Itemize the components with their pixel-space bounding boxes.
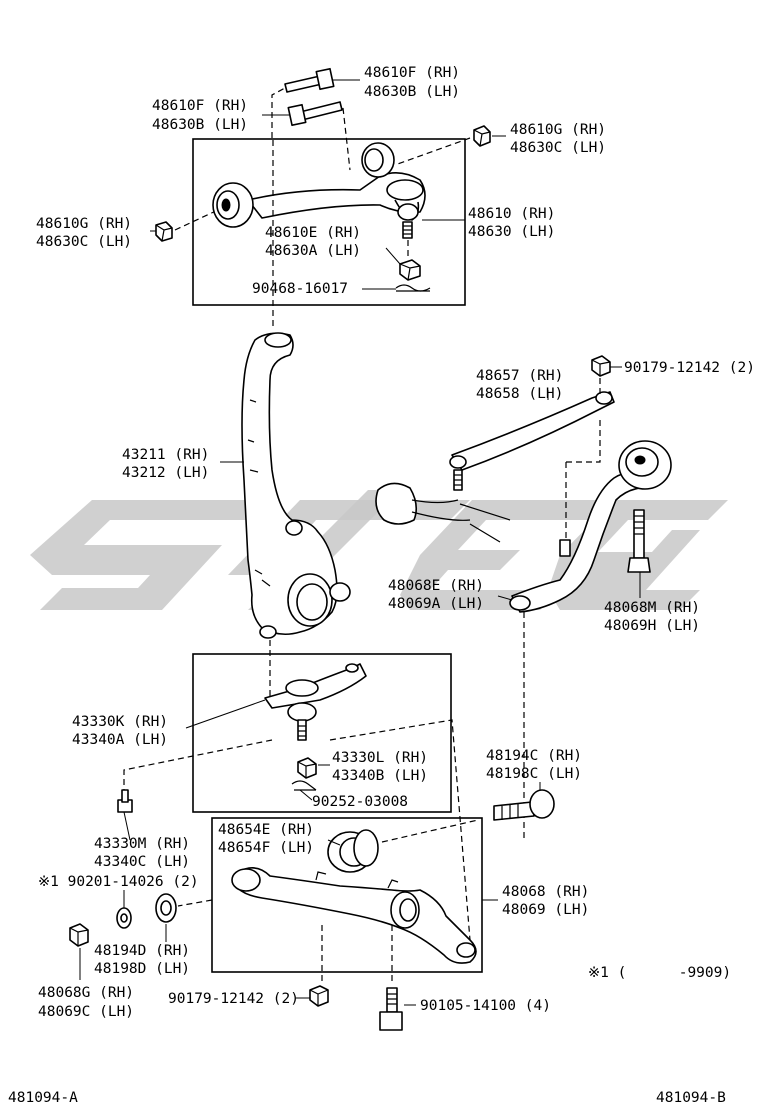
label-note-1: ※1 ( -9909) [588, 965, 731, 981]
reference-left: 481094-A [8, 1090, 78, 1106]
label-48630A-lh: 48630A (LH) [265, 243, 361, 259]
guide-line-bolt-top [271, 87, 286, 138]
label-48068G-rh: 48068G (RH) [38, 985, 134, 1001]
label-48069H-lh: 48069H (LH) [604, 618, 700, 634]
label-43340B-lh: 43340B (LH) [332, 768, 428, 784]
label-90179-bottom: 90179-12142 (2) [168, 991, 299, 1007]
leader-lines [79, 79, 641, 1006]
reference-right: 481094-B [656, 1090, 726, 1106]
label-48198D-lh: 48198D (LH) [94, 961, 190, 977]
label-48610G-rh-left: 48610G (RH) [36, 216, 132, 232]
nut-48068G [69, 923, 89, 947]
label-48198C-lh: 48198C (LH) [486, 766, 582, 782]
label-48610E-rh: 48610E (RH) [265, 225, 361, 241]
guide-line-bushing [381, 819, 479, 843]
part-labels: 48610F (RH) 48630B (LH) 48610F (RH) 4863… [8, 65, 755, 1106]
label-48630B-lh: 48630B (LH) [364, 84, 460, 100]
nut-48610G-left [155, 221, 173, 242]
label-48068E-rh: 48068E (RH) [388, 578, 484, 594]
bolt-48610F-lower [287, 101, 343, 127]
strut-bar-48657 [449, 391, 615, 491]
bolt-90105 [379, 987, 403, 1031]
label-48069A-lh: 48069A (LH) [388, 596, 484, 612]
label-90252: 90252-03008 [312, 794, 408, 810]
label-43340C-lh: 43340C (LH) [94, 854, 190, 870]
nut-43330L [297, 757, 317, 779]
compression-arm-48068E [509, 440, 672, 613]
label-48630C-lh-top: 48630C (LH) [510, 140, 606, 156]
nut-90179-top [591, 355, 611, 377]
guide-line-washer [177, 899, 213, 907]
label-43340A-lh: 43340A (LH) [72, 732, 168, 748]
guide-line-nut-left [174, 209, 219, 231]
bolt-48068M [627, 509, 651, 573]
upper-arm-box [192, 138, 466, 306]
label-48194C-rh: 48194C (RH) [486, 748, 582, 764]
lower-arm-box [211, 817, 483, 973]
lower-control-arm-48068 [231, 867, 477, 964]
label-48630-lh: 48630 (LH) [468, 224, 555, 240]
label-48630B-lh-2: 48630B (LH) [152, 117, 248, 133]
label-48610F-rh-2: 48610F (RH) [152, 98, 248, 114]
mount-bracket-outline [375, 482, 511, 543]
guide-line-balljoint-bolt [123, 739, 273, 795]
upper-control-arm [212, 142, 426, 239]
cotter-pin-90252 [291, 780, 317, 791]
label-48630C-lh-left: 48630C (LH) [36, 234, 132, 250]
label-48194D-rh: 48194D (RH) [94, 943, 190, 959]
guide-line-balljoint-arm [329, 719, 471, 941]
label-90179-top: 90179-12142 (2) [624, 360, 755, 376]
guide-line-bolt-lower [342, 107, 351, 171]
guide-line-bracket [566, 420, 601, 463]
cotter-pin-90468 [395, 284, 431, 292]
nut-48610E [399, 259, 421, 281]
label-43330M-rh: 43330M (RH) [94, 836, 190, 852]
guide-line-nut-top [394, 137, 471, 166]
label-48610-rh: 48610 (RH) [468, 206, 555, 222]
washer-90201 [116, 907, 132, 929]
bolt-48610F-top [284, 67, 335, 93]
nut-90179-bottom [309, 985, 329, 1007]
label-43211-rh: 43211 (RH) [122, 447, 209, 463]
label-48658-lh: 48658 (LH) [476, 386, 563, 402]
label-48610F-rh: 48610F (RH) [364, 65, 460, 81]
label-90468: 90468-16017 [252, 281, 348, 297]
lower-ball-joint-43330K [264, 663, 367, 741]
label-90201: ※1 90201-14026 (2) [38, 874, 199, 890]
label-48069-lh: 48069 (LH) [502, 902, 589, 918]
ball-joint-box [192, 653, 452, 813]
label-43212-lh: 43212 (LH) [122, 465, 209, 481]
label-90105: 90105-14100 (4) [420, 998, 551, 1014]
label-48069C-lh: 48069C (LH) [38, 1004, 134, 1020]
bolt-48194C [493, 789, 555, 821]
label-48654F-lh: 48654F (LH) [218, 840, 314, 856]
label-48657-rh: 48657 (RH) [476, 368, 563, 384]
cam-48194D [155, 893, 177, 923]
bolt-43330M [117, 789, 133, 813]
label-43330K-rh: 43330K (RH) [72, 714, 168, 730]
steering-knuckle [241, 332, 351, 639]
label-48068M-rh: 48068M (RH) [604, 600, 700, 616]
label-43330L-rh: 43330L (RH) [332, 750, 428, 766]
nut-48610G-top [473, 125, 491, 147]
label-48068-rh: 48068 (RH) [502, 884, 589, 900]
bushing-48654E [327, 829, 379, 873]
label-48654E-rh: 48654E (RH) [218, 822, 314, 838]
label-48610G-rh-top: 48610G (RH) [510, 122, 606, 138]
